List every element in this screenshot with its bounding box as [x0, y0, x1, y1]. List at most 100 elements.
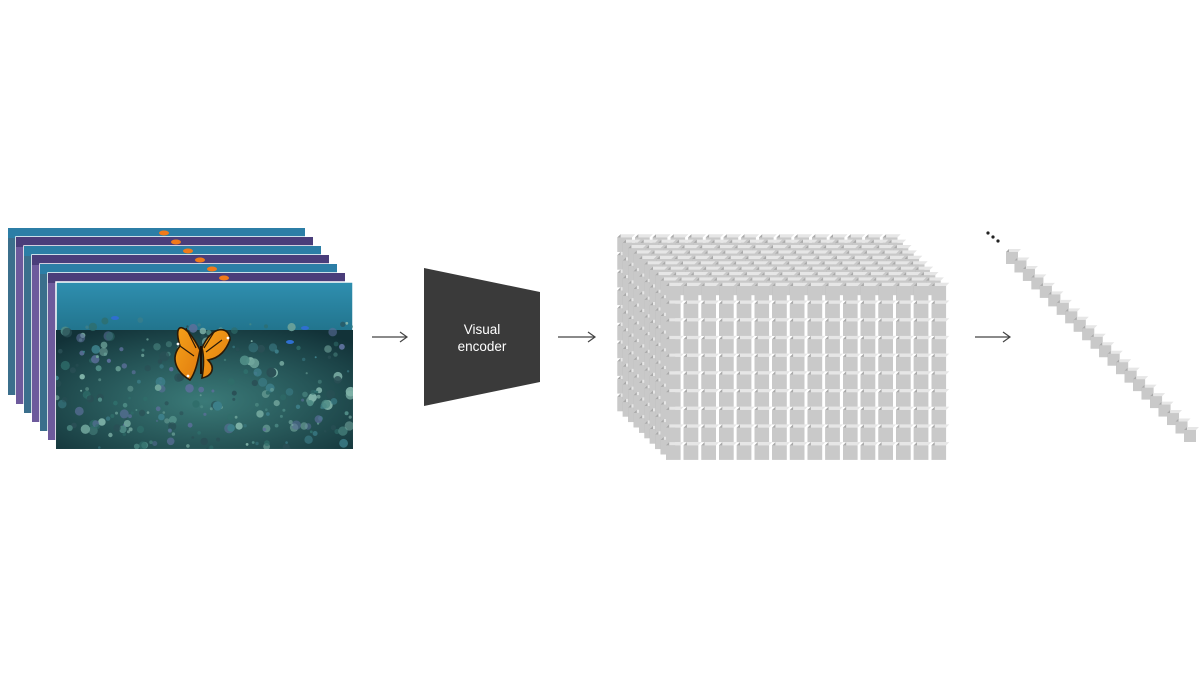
fish	[286, 340, 294, 344]
coral-blob	[105, 331, 115, 341]
coral-blob	[245, 443, 249, 446]
coral-blob	[235, 422, 243, 430]
coral-blob	[122, 402, 128, 408]
coral-blob	[144, 365, 151, 372]
tensor-cube	[683, 282, 702, 301]
tensor-cube	[825, 424, 844, 443]
coral-blob	[121, 363, 128, 369]
arrow-encoder-to-tensor	[558, 331, 597, 343]
coral-blob	[98, 418, 106, 426]
tensor-cube	[736, 335, 755, 354]
tensor-cube	[896, 335, 914, 354]
coral-blob	[344, 411, 349, 416]
coral-blob	[62, 327, 73, 338]
coral-blob	[80, 424, 91, 434]
coral-blob	[164, 418, 170, 424]
coral-blob	[209, 407, 213, 411]
tensor-cube	[701, 335, 720, 354]
coral-blob	[317, 379, 322, 384]
coral-blob	[262, 427, 267, 432]
tensor-cube	[931, 406, 950, 425]
coral-blob	[74, 406, 84, 416]
coral-blob	[56, 380, 62, 387]
butterfly	[174, 326, 231, 382]
tensor-cube	[843, 282, 861, 301]
tensor-cube	[683, 318, 702, 336]
coral-blob	[249, 323, 252, 326]
coral-blob	[264, 324, 268, 329]
coral-blob	[179, 411, 184, 416]
coral-blob	[310, 389, 316, 395]
coral-blob	[302, 357, 306, 362]
coral-blob	[344, 421, 353, 431]
coral-blob	[146, 411, 150, 414]
coral-blob	[312, 431, 318, 436]
coral-blob	[119, 409, 129, 419]
coral-blob	[152, 441, 158, 446]
tensor-cube	[843, 389, 861, 407]
coral-blob	[248, 342, 259, 353]
tensor-cube	[666, 300, 684, 319]
coral-blob	[239, 355, 250, 366]
coral-blob	[251, 379, 258, 387]
tensor-cube	[666, 335, 684, 354]
coral-blob	[133, 443, 140, 449]
coral-blob	[165, 341, 172, 348]
tensor-cube	[666, 282, 684, 301]
tensor-cube	[843, 406, 861, 425]
coral-blob	[295, 404, 301, 409]
coral-blob	[282, 443, 290, 449]
coral-blob	[314, 415, 323, 424]
tensor-cube	[789, 406, 808, 425]
coral-blob	[154, 384, 162, 392]
tensor-cube	[736, 406, 755, 425]
tensor-cube	[772, 300, 790, 319]
tensor-cube	[736, 371, 755, 390]
coral-blob	[327, 355, 332, 359]
coral-blob	[339, 343, 345, 350]
tensor-cube	[825, 335, 844, 354]
tensor-cube	[878, 300, 897, 319]
coral-blob	[106, 358, 111, 363]
coral-blob	[250, 340, 253, 343]
coral-blob	[227, 378, 235, 386]
coral-blob	[333, 376, 342, 384]
coral-blob	[126, 430, 130, 434]
tensor-cube	[896, 353, 914, 372]
coral-blob	[157, 359, 163, 364]
fish	[111, 316, 119, 320]
coral-blob	[227, 424, 235, 432]
coral-blob	[80, 389, 83, 392]
tensor-cube	[878, 282, 897, 301]
coral-blob	[291, 420, 301, 430]
coral-blob	[243, 369, 249, 375]
tensor-cube	[683, 424, 702, 443]
coral-blob	[128, 396, 131, 400]
coral-blob	[191, 436, 195, 439]
coral-blob	[348, 415, 352, 419]
coral-blob	[82, 350, 85, 353]
tensor-cube	[789, 353, 808, 372]
coral-blob	[200, 334, 205, 339]
coral-blob	[200, 405, 204, 409]
coral-blob	[60, 360, 70, 371]
coral-blob	[255, 402, 259, 407]
coral-blob	[110, 414, 115, 418]
tensor-cube	[913, 335, 932, 354]
tensor-cube	[719, 300, 737, 319]
coral-blob	[314, 356, 317, 359]
coral-blob	[122, 432, 127, 436]
coral-blob	[326, 389, 336, 399]
tensor-cube	[860, 353, 879, 372]
fish	[301, 326, 309, 330]
coral-blob	[61, 396, 68, 403]
coral-blob	[328, 327, 338, 337]
coral-blob	[88, 425, 98, 436]
coral-blob	[186, 444, 190, 448]
feature-tensor-cube-grid	[617, 234, 950, 460]
coral-blob	[279, 361, 285, 366]
coral-blob	[85, 325, 89, 329]
tensor-cube	[878, 335, 897, 354]
coral-blob	[108, 432, 113, 438]
